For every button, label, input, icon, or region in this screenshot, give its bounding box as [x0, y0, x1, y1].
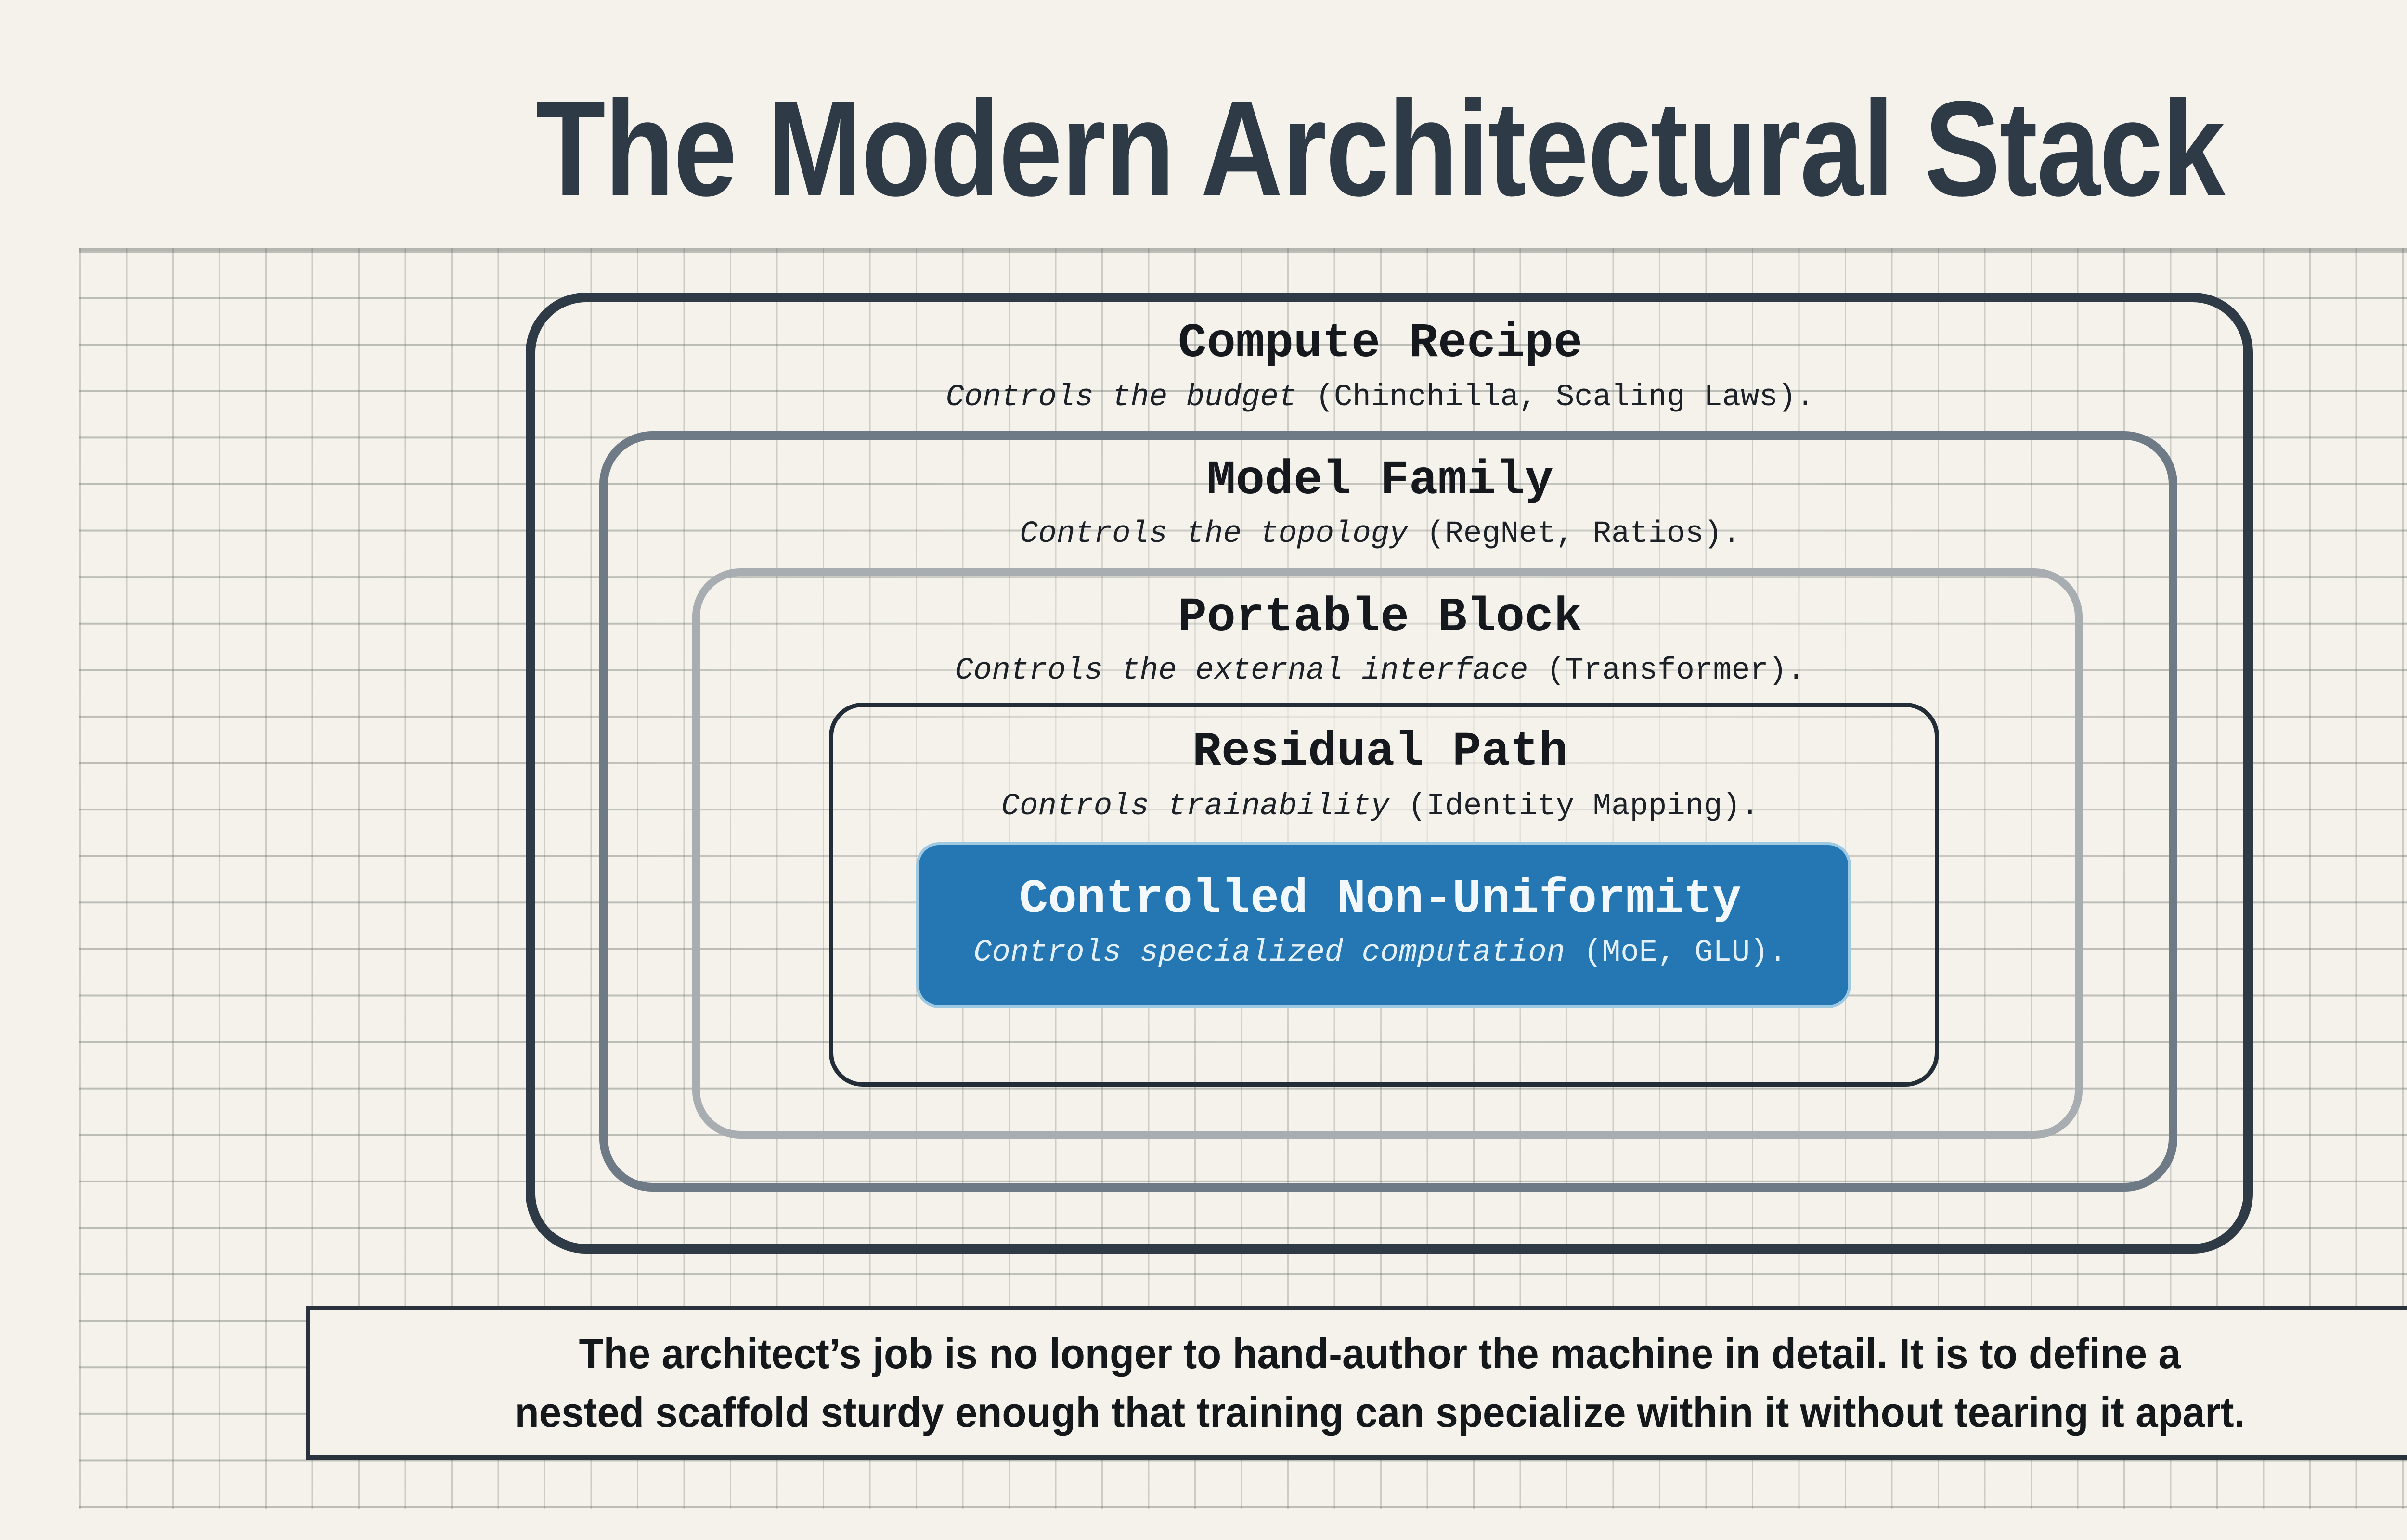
- page-title-text: The Modern Architectural Stack: [535, 73, 2226, 224]
- caption-line-2: nested scaffold sturdy enough that train…: [514, 1388, 2245, 1436]
- caption-box: The architect’s job is no longer to hand…: [306, 1306, 2407, 1460]
- layer-title-compute-recipe: Compute Recipe: [1178, 317, 1583, 371]
- layer-examples-text: (RegNet, Ratios).: [1426, 517, 1741, 552]
- layer-box-residual-path: [829, 703, 1939, 1087]
- layer-subtitle-residual-path: Controls trainability (Identity Mapping).: [0, 791, 2407, 822]
- layer-examples-text: (Transformer).: [1546, 654, 1806, 688]
- layer-control-text: Controls specialized computation: [973, 936, 1566, 970]
- layer-box-portable-block: [692, 568, 2083, 1139]
- layer-title-model-family: Model Family: [1206, 454, 1554, 508]
- caption-line-1: The architect’s job is no longer to hand…: [579, 1330, 2181, 1378]
- layer-control-text: Controls the budget: [945, 380, 1297, 415]
- layer-subtitle-compute-recipe: Controls the budget (Chinchilla, Scaling …: [0, 382, 2407, 413]
- layer-control-text: Controls the external interface: [955, 654, 1528, 688]
- layer-subtitle-controlled-non-uniformity: Controls specialized computation (MoE, GL…: [0, 937, 2407, 968]
- layer-box-model-family: [599, 431, 2177, 1192]
- layer-title-portable-block: Portable Block: [1178, 591, 1583, 645]
- layer-box-compute-recipe: [526, 293, 2253, 1254]
- layer-subtitle-model-family: Controls the topology (RegNet, Ratios).: [0, 519, 2407, 550]
- layer-box-controlled-non-uniformity: [916, 842, 1851, 1008]
- layer-examples-text: (Identity Mapping).: [1408, 789, 1760, 824]
- layer-control-text: Controls trainability: [1001, 789, 1390, 824]
- layer-title-controlled-non-uniformity: Controlled Non-Uniformity: [1019, 873, 1742, 927]
- layer-control-text: Controls the topology: [1020, 517, 1408, 552]
- layer-title-residual-path: Residual Path: [1192, 725, 1568, 780]
- layer-subtitle-portable-block: Controls the external interface (Transfor…: [0, 655, 2407, 686]
- page-title: The Modern Architectural Stack: [0, 81, 2407, 217]
- layer-examples-text: (MoE, GLU).: [1583, 936, 1787, 970]
- layer-examples-text: (Chinchilla, Scaling Laws).: [1315, 380, 1815, 415]
